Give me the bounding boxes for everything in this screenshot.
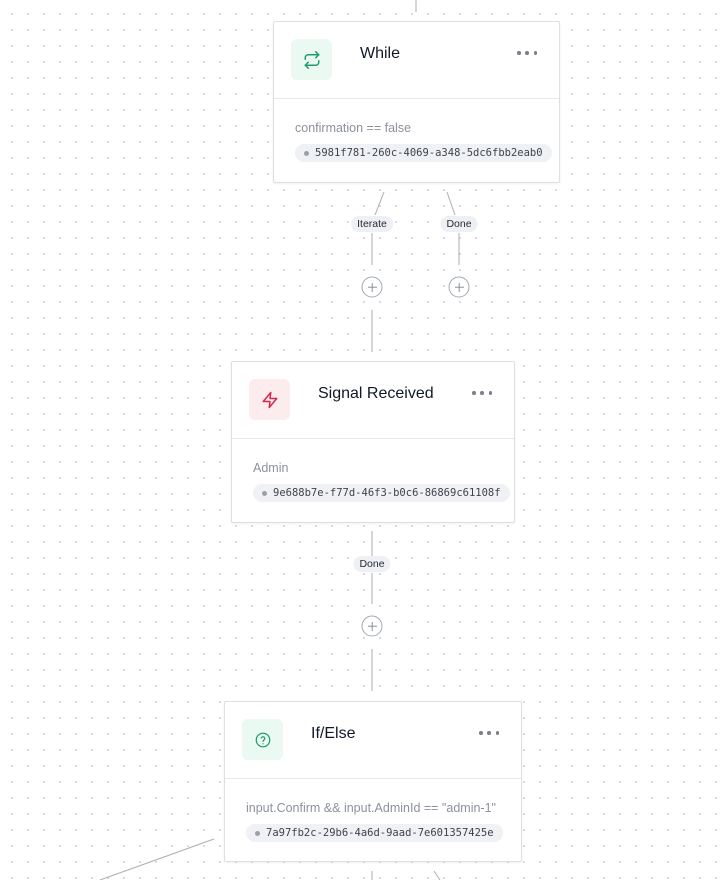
repeat-icon (304, 50, 319, 69)
while-node-title: While (360, 45, 401, 62)
while-node-header: While (274, 22, 559, 99)
edge-label-signal-done: Done (353, 556, 391, 572)
edge-while-iterate-upper (374, 191, 385, 216)
ifelse-icon-box (242, 719, 283, 760)
while-icon-box (291, 39, 332, 80)
signal-more-options-icon[interactable] (472, 388, 492, 398)
signal-received-node[interactable]: Signal Received Admin 9e688b7e-f77d-46f3… (231, 361, 515, 523)
add-step-iterate-button[interactable] (361, 276, 383, 298)
edge-ifelse-left-branch (99, 838, 215, 880)
while-more-options-icon[interactable] (517, 48, 537, 58)
ifelse-node-header: If/Else (225, 702, 521, 779)
question-circle-icon (255, 732, 270, 747)
edge-while-done-upper (446, 191, 456, 216)
ifelse-node-condition: input.Confirm && input.AdminId == "admin… (246, 801, 496, 815)
lightning-icon (262, 391, 277, 408)
signal-node-condition: Admin (253, 461, 289, 475)
while-node-id: 5981f781-260c-4069-a348-5dc6fbb2eab0 (295, 144, 552, 162)
ifelse-node-id: 7a97fb2c-29b6-4a6d-9aad-7e601357425e (246, 824, 503, 842)
ifelse-more-options-icon[interactable] (479, 728, 499, 738)
signal-node-title: Signal Received (318, 385, 434, 402)
edge-label-while-done: Done (440, 216, 478, 232)
while-node[interactable]: While confirmation == false 5981f781-260… (273, 21, 560, 183)
signal-node-header: Signal Received (232, 362, 514, 439)
add-step-while-done-button[interactable] (448, 276, 470, 298)
add-step-signal-done-button[interactable] (361, 615, 383, 637)
edge-ifelse-right-branch (433, 870, 441, 880)
ifelse-node[interactable]: If/Else input.Confirm && input.AdminId =… (224, 701, 522, 862)
signal-icon-box (249, 379, 290, 420)
ifelse-node-title: If/Else (311, 725, 356, 742)
edge-label-iterate: Iterate (351, 216, 393, 232)
while-node-condition: confirmation == false (295, 121, 412, 135)
signal-node-id: 9e688b7e-f77d-46f3-b0c6-86869c61108f (253, 484, 510, 502)
